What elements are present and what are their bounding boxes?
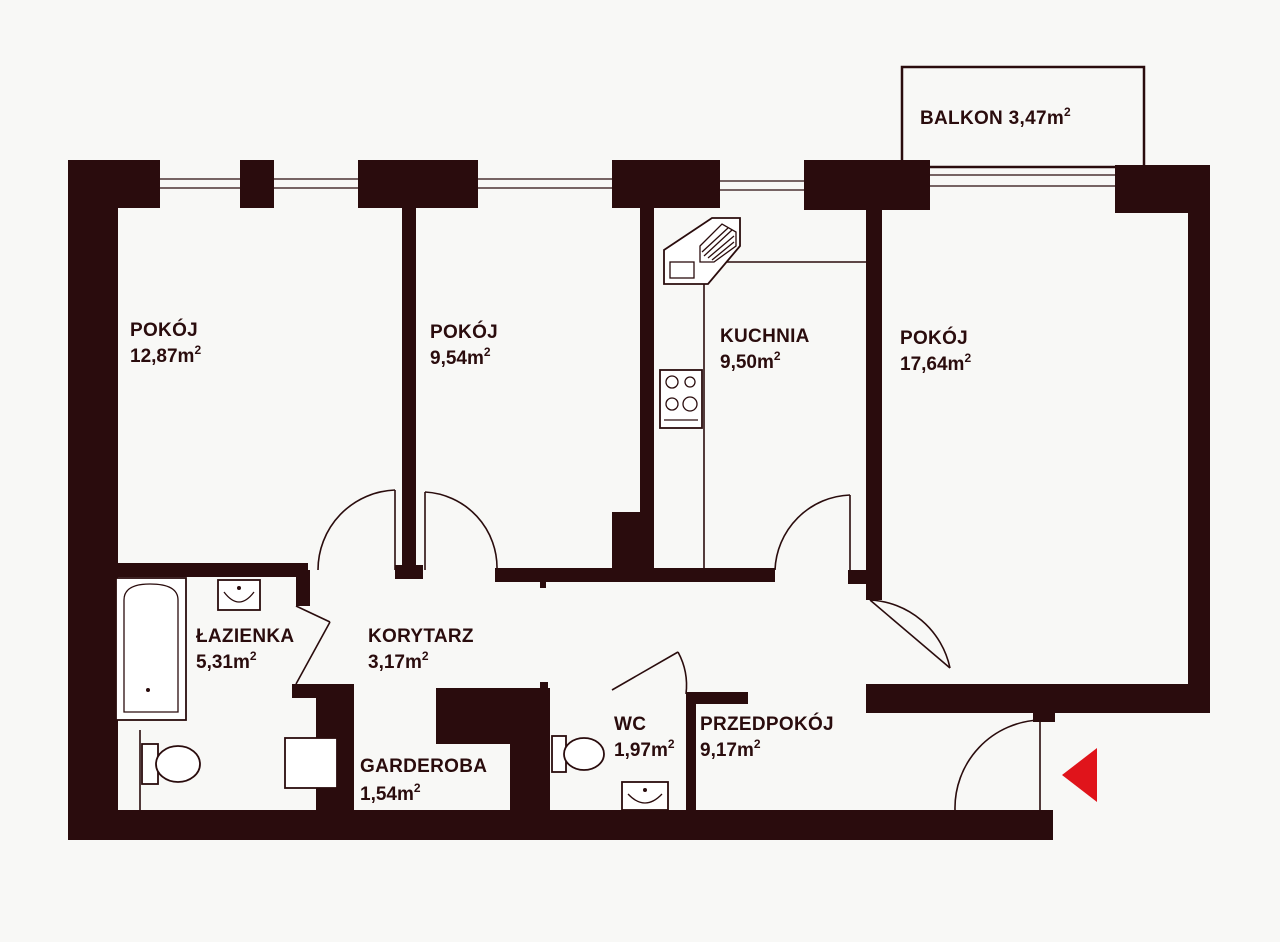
room-label-korytarz: KORYTARZ 3,17m2 (368, 626, 474, 673)
svg-text:12,87m2: 12,87m2 (130, 343, 201, 367)
cooktop-icon (659, 369, 703, 429)
svg-text:17,64m2: 17,64m2 (900, 351, 971, 375)
washbasin-icon (621, 781, 669, 811)
doors (295, 489, 1041, 811)
bathroom-fixtures (115, 577, 338, 810)
washbasin-icon (217, 579, 261, 611)
svg-text:GARDEROBA: GARDEROBA (360, 756, 487, 777)
door-entrance (954, 719, 1041, 811)
svg-text:9,17m2: 9,17m2 (700, 737, 761, 761)
outer-walls (68, 160, 1210, 840)
door-wc (611, 651, 688, 695)
balcony (900, 65, 1146, 187)
toilet-icon (141, 743, 201, 785)
svg-text:5,31m2: 5,31m2 (196, 649, 257, 673)
bathtub-icon (115, 577, 187, 721)
entrance-arrow-icon (1062, 748, 1097, 802)
door-kuchnia (774, 494, 851, 571)
door-pokoj2 (424, 491, 498, 571)
toilet-icon (551, 735, 605, 773)
room-label-balkon: BALKON 3,47m2 (920, 105, 1071, 129)
svg-text:WC: WC (614, 714, 646, 735)
room-label-kuchnia: KUCHNIA 9,50m2 (720, 326, 810, 373)
kitchen-counter (659, 217, 866, 570)
svg-text:1,97m2: 1,97m2 (614, 737, 675, 761)
svg-text:3,17m2: 3,17m2 (368, 649, 429, 673)
svg-text:KORYTARZ: KORYTARZ (368, 626, 474, 647)
svg-text:9,50m2: 9,50m2 (720, 349, 781, 373)
room-label-pokoj1: POKÓJ 12,87m2 (130, 319, 201, 367)
svg-text:1,54m2: 1,54m2 (360, 781, 421, 805)
room-label-wc: WC 1,97m2 (614, 714, 675, 761)
room-label-przedpokoj: PRZEDPOKÓJ 9,17m2 (700, 713, 834, 761)
room-label-pokoj3: POKÓJ 17,64m2 (900, 327, 971, 375)
washing-machine-icon (284, 737, 338, 789)
room-label-garderoba: GARDEROBA 1,54m2 (360, 756, 487, 805)
svg-text:BALKON 3,47m2: BALKON 3,47m2 (920, 105, 1071, 129)
sink-icon (669, 227, 735, 279)
svg-text:POKÓJ: POKÓJ (430, 321, 498, 343)
door-lazienka (295, 605, 331, 685)
door-pokoj3 (869, 599, 951, 669)
svg-text:PRZEDPOKÓJ: PRZEDPOKÓJ (700, 713, 834, 735)
svg-text:9,54m2: 9,54m2 (430, 345, 491, 369)
svg-text:POKÓJ: POKÓJ (900, 327, 968, 349)
svg-text:ŁAZIENKA: ŁAZIENKA (196, 626, 294, 647)
room-label-pokoj2: POKÓJ 9,54m2 (430, 321, 498, 369)
svg-text:POKÓJ: POKÓJ (130, 319, 198, 341)
door-pokoj1 (317, 489, 396, 571)
wc-fixtures (551, 735, 669, 811)
svg-text:KUCHNIA: KUCHNIA (720, 326, 810, 347)
room-label-lazienka: ŁAZIENKA 5,31m2 (196, 626, 294, 673)
